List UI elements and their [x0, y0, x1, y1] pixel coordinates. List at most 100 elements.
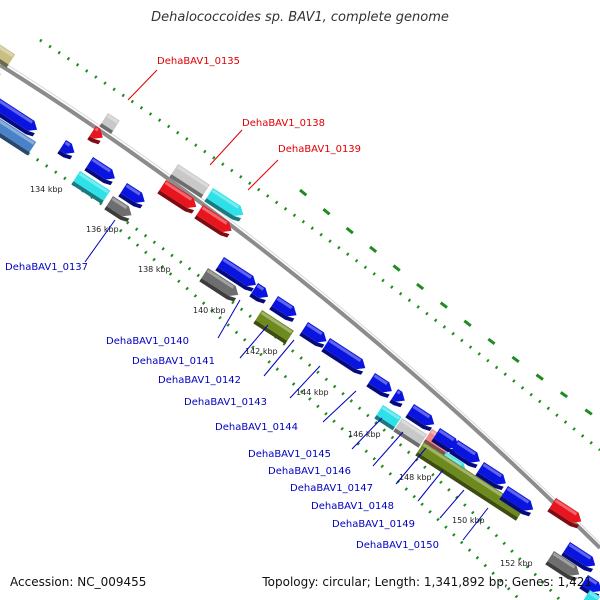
gene-shadow	[157, 190, 195, 214]
gene-feature-gray[interactable]	[199, 268, 241, 303]
gene-highlight	[0, 39, 14, 58]
gene-highlight	[164, 181, 193, 201]
gene-feature-blue[interactable]	[269, 296, 300, 324]
gene-feature-red[interactable]	[157, 180, 199, 215]
gene-feature-red[interactable]	[547, 498, 584, 530]
gene-feature-blue[interactable]	[84, 157, 118, 187]
gene-features	[0, 38, 600, 600]
kbp-label: 150 kbp	[452, 516, 485, 525]
gene-body	[73, 171, 111, 201]
gene-feature-blue[interactable]	[405, 404, 437, 433]
gene-label-dehabav1-0140[interactable]: DehaBAV1_0140	[106, 336, 189, 347]
gene-feature-lightgray[interactable]	[169, 164, 210, 199]
gene-feature-red[interactable]	[194, 205, 235, 239]
gene-label-dehabav1-0142[interactable]: DehaBAV1_0142	[158, 375, 241, 386]
gene-feature-steelblue[interactable]	[0, 112, 37, 156]
gene-shadow	[374, 415, 397, 431]
gene-highlight	[456, 441, 476, 456]
gene-feature-blue[interactable]	[561, 542, 598, 574]
gene-feature-blue[interactable]	[0, 92, 40, 138]
gene-label-dehabav1-0141[interactable]: DehaBAV1_0141	[132, 356, 215, 367]
gene-label-dehabav1-0143[interactable]: DehaBAV1_0143	[184, 397, 267, 408]
gene-body	[201, 268, 239, 297]
gene-feature-blue[interactable]	[499, 486, 536, 518]
gene-highlight	[111, 197, 128, 210]
gene-feature-blue[interactable]	[118, 183, 148, 210]
gene-feature-gray[interactable]	[104, 196, 135, 224]
gene-shadow	[204, 198, 242, 222]
gene-feature-red[interactable]	[87, 126, 106, 146]
leader-line	[351, 417, 383, 450]
gene-feature-olive[interactable]	[253, 310, 294, 345]
gene-label-dehabav1-0145[interactable]: DehaBAV1_0145	[248, 449, 331, 460]
gene-feature-blue[interactable]	[389, 389, 408, 409]
backbone-highlight	[0, 59, 600, 544]
leader-line	[439, 489, 465, 519]
genome-summary: Topology: circular; Length: 1,341,892 bp…	[262, 575, 592, 589]
gene-feature-cyan[interactable]	[581, 590, 600, 600]
gene-highlight	[176, 165, 209, 188]
leader-line	[417, 469, 444, 502]
gene-shadow	[199, 278, 237, 302]
gene-label-dehabav1-0148[interactable]: DehaBAV1_0148	[311, 501, 394, 512]
gene-feature-olive[interactable]	[415, 442, 525, 521]
gene-body	[417, 442, 525, 518]
dotted-tick-line	[39, 38, 600, 452]
gene-shadow	[389, 399, 403, 408]
gene-shadow	[366, 383, 390, 398]
gene-feature-blue[interactable]	[431, 428, 462, 456]
gene-feature-blue[interactable]	[321, 338, 368, 376]
gene-feature-tan[interactable]	[0, 38, 16, 68]
gene-shadow	[71, 181, 105, 205]
gene-highlight	[260, 311, 293, 334]
gene-label-dehabav1-0139[interactable]: DehaBAV1_0139	[278, 144, 361, 155]
gene-body	[547, 551, 580, 576]
gene-label-dehabav1-0146[interactable]: DehaBAV1_0146	[268, 466, 351, 477]
gene-shadow	[249, 293, 266, 304]
gene-feature-blue[interactable]	[57, 140, 77, 161]
gene-feature-blue[interactable]	[299, 322, 330, 350]
gene-feature-lightgray[interactable]	[393, 418, 428, 448]
gene-feature-blue[interactable]	[449, 440, 483, 470]
gene-feature-blue[interactable]	[249, 283, 271, 305]
gene-body	[395, 418, 428, 445]
gene-label-dehabav1-0147[interactable]: DehaBAV1_0147	[290, 483, 373, 494]
gene-feature-lightgray[interactable]	[99, 113, 120, 135]
gene-shadow	[87, 136, 101, 145]
gene-feature-cyan[interactable]	[71, 171, 111, 205]
gene-highlight	[91, 158, 111, 173]
gene-label-dehabav1-0144[interactable]: DehaBAV1_0144	[215, 422, 298, 433]
gene-feature-blue[interactable]	[475, 462, 509, 492]
gene-labels: DehaBAV1_0135DehaBAV1_0138DehaBAV1_0139D…	[5, 56, 439, 551]
gene-feature-cyan[interactable]	[374, 405, 402, 431]
gene-body	[196, 205, 232, 232]
gene-body	[59, 140, 75, 154]
backbone-line	[0, 63, 600, 550]
leader-line	[289, 365, 321, 399]
gene-label-dehabav1-0138[interactable]: DehaBAV1_0138	[242, 118, 325, 129]
gene-label-dehabav1-0149[interactable]: DehaBAV1_0149	[332, 519, 415, 530]
gene-feature-blue[interactable]	[366, 373, 395, 399]
gene-highlight	[206, 269, 235, 289]
gene-feature-cyan[interactable]	[204, 188, 246, 223]
gene-feature-gray[interactable]	[545, 551, 582, 583]
gene-shadow	[393, 428, 422, 448]
gene-highlight	[106, 114, 119, 124]
gene-shadow	[0, 102, 35, 137]
leader-line	[395, 447, 427, 485]
gene-label-dehabav1-0135[interactable]: DehaBAV1_0135	[157, 56, 240, 67]
gene-label-dehabav1-0137[interactable]: DehaBAV1_0137	[5, 262, 88, 273]
gene-highlight	[211, 189, 240, 209]
gene-feature-blue[interactable]	[215, 257, 259, 293]
gene-body	[323, 338, 366, 370]
label-leader-lines	[84, 69, 489, 541]
gene-body	[106, 196, 132, 217]
leader-line	[462, 507, 489, 541]
tick-marks	[0, 38, 600, 600]
gene-highlight	[306, 323, 323, 336]
gene-highlight	[0, 93, 34, 124]
leader-line	[263, 339, 295, 377]
major-tick-line	[299, 188, 600, 422]
gene-label-dehabav1-0150[interactable]: DehaBAV1_0150	[356, 540, 439, 551]
